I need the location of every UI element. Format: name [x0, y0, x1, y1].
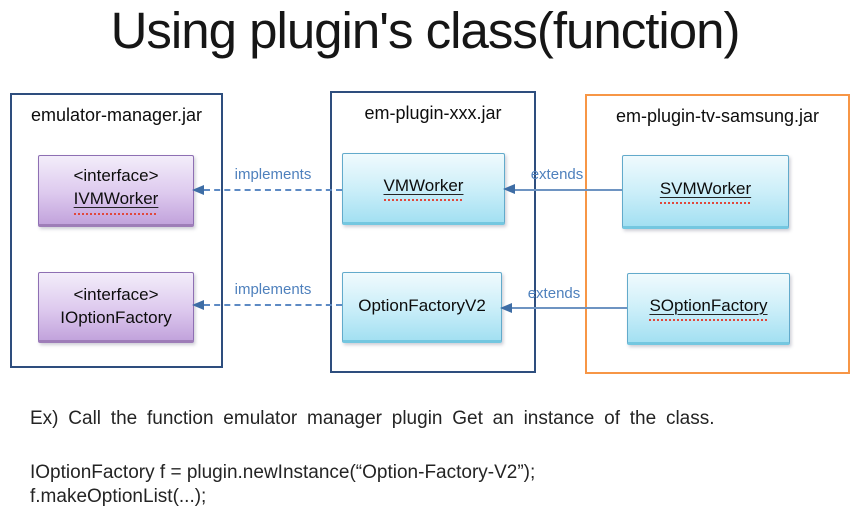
stereotype-label: <interface> — [73, 166, 159, 186]
example-caption: Ex) Call the function emulator manager p… — [30, 408, 715, 429]
class-name: VMWorker — [384, 175, 464, 202]
code-line-2: f.makeOptionList(...); — [30, 486, 207, 507]
implements-arrow-line-1 — [204, 189, 342, 191]
class-name: IVMWorker — [74, 188, 159, 215]
container-label: em-plugin-xxx.jar — [364, 103, 502, 123]
slide-title: Using plugin's class(function) — [110, 2, 741, 59]
implements-label-2: implements — [234, 281, 312, 298]
class-box-optionfactoryv2: OptionFactoryV2 — [342, 272, 502, 343]
extends-label-2: extends — [527, 285, 581, 302]
class-box-svmworker: SVMWorker — [622, 155, 789, 229]
container-label: emulator-manager.jar — [30, 105, 203, 125]
arrowhead-left-icon — [500, 303, 512, 313]
container-em-plugin-xxx-jar: em-plugin-xxx.jar VMWorker OptionFactory… — [330, 91, 536, 373]
container-emulator-manager-jar: emulator-manager.jar <interface> IVMWork… — [10, 93, 223, 368]
interface-box-ioptionfactory: <interface> IOptionFactory — [38, 272, 194, 343]
container-em-plugin-tv-samsung-jar: em-plugin-tv-samsung.jar SVMWorker SOpti… — [585, 94, 850, 374]
class-name: OptionFactoryV2 — [358, 296, 486, 316]
code-snippet: IOptionFactory f = plugin.newInstance(“O… — [30, 461, 535, 509]
arrowhead-left-icon — [192, 185, 204, 195]
class-name: SOptionFactory — [649, 295, 767, 322]
implements-label-1: implements — [234, 166, 312, 183]
extends-arrow-line-1 — [515, 189, 622, 191]
implements-arrow-line-2 — [204, 304, 342, 306]
stereotype-label: <interface> — [73, 284, 159, 304]
extends-label-1: extends — [530, 166, 584, 183]
container-label: em-plugin-tv-samsung.jar — [615, 106, 820, 126]
extends-arrow-line-2 — [512, 307, 627, 309]
class-box-soptionfactory: SOptionFactory — [627, 273, 790, 345]
arrowhead-left-icon — [503, 184, 515, 194]
arrowhead-left-icon — [192, 300, 204, 310]
interface-box-ivmworker: <interface> IVMWorker — [38, 155, 194, 227]
class-name: IOptionFactory — [60, 307, 172, 327]
code-line-1: IOptionFactory f = plugin.newInstance(“O… — [30, 462, 536, 483]
class-box-vmworker: VMWorker — [342, 153, 505, 225]
class-name: SVMWorker — [660, 178, 751, 205]
